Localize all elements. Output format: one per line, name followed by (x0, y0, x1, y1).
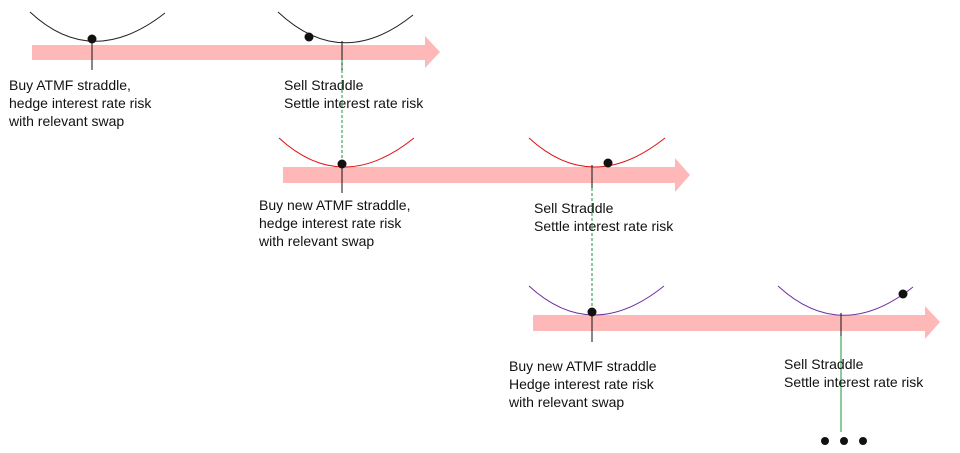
position-dot-sell-1 (304, 32, 314, 42)
sell-label-2-line-1: Sell Straddle (534, 200, 614, 216)
timeline-arrow-3 (533, 306, 940, 339)
timeline-arrow-1 (32, 36, 440, 68)
position-dot-buy-1 (87, 34, 97, 44)
buy-label-1: Buy ATMF straddle, hedge interest rate r… (9, 76, 151, 130)
stage-2 (278, 137, 690, 193)
ellipsis-dot-2 (840, 437, 848, 445)
sell-label-2-line-2: Settle interest rate risk (534, 218, 674, 234)
payoff-curve-sell-2 (528, 137, 666, 168)
sell-label-3-line-2: Settle interest rate risk (784, 374, 924, 390)
sell-label-1-line-1: Sell Straddle (284, 77, 364, 93)
sell-label-3-line-1: Sell Straddle (784, 356, 864, 372)
sell-label-1-line-2: Settle interest rate risk (284, 95, 424, 111)
payoff-curve-buy-1 (29, 11, 166, 42)
buy-label-2: Buy new ATMF straddle, hedge interest ra… (259, 196, 410, 250)
payoff-curve-sell-1 (277, 11, 414, 44)
payoff-curve-buy-3 (528, 285, 665, 316)
buy-label-1-line-1: Buy ATMF straddle, (9, 77, 131, 93)
buy-label-3-line-3: with relevant swap (509, 394, 625, 410)
buy-label-1-line-2: hedge interest rate risk (9, 95, 152, 111)
stage-1 (29, 11, 440, 72)
sell-label-3: Sell Straddle Settle interest rate risk (784, 355, 923, 391)
sell-label-2: Sell Straddle Settle interest rate risk (534, 199, 673, 235)
position-dot-buy-2 (337, 159, 347, 169)
buy-label-3-line-1: Buy new ATMF straddle (509, 358, 657, 374)
position-dot-sell-3 (898, 289, 908, 299)
ellipsis-dot-3 (859, 437, 867, 445)
stage-3 (528, 285, 940, 342)
position-dot-sell-2 (603, 158, 613, 168)
buy-label-2-line-1: Buy new ATMF straddle, (259, 197, 411, 213)
position-dot-buy-3 (587, 307, 597, 317)
buy-label-3-line-2: Hedge interest rate risk (509, 376, 654, 392)
continuation-ellipsis (821, 437, 867, 445)
sell-label-1: Sell Straddle Settle interest rate risk (284, 76, 423, 112)
payoff-curve-buy-2 (278, 137, 415, 168)
buy-label-3: Buy new ATMF straddle Hedge interest rat… (509, 357, 657, 411)
payoff-curve-sell-3 (777, 285, 914, 316)
ellipsis-dot-1 (821, 437, 829, 445)
buy-label-2-line-3: with relevant swap (259, 233, 375, 249)
buy-label-2-line-2: hedge interest rate risk (259, 215, 402, 231)
timeline-arrow-2 (283, 158, 690, 192)
buy-label-1-line-3: with relevant swap (9, 113, 125, 129)
